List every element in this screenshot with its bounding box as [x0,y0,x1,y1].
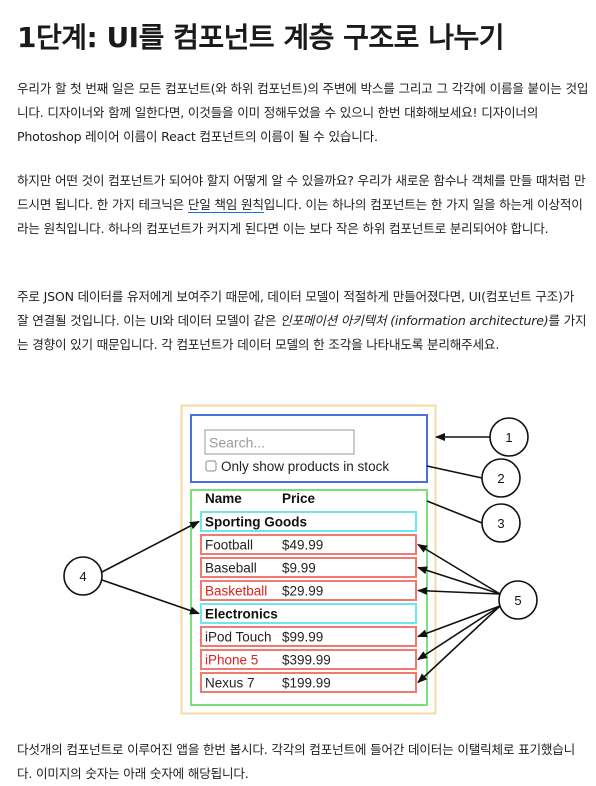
callout-4-arrow [101,520,200,573]
five-components-paragraph: 다섯개의 컴포넌트로 이루어진 앱을 한번 봅시다. 각각의 컴포넌트에 들어간… [17,742,576,781]
product-price: $99.99 [282,630,323,645]
callout-number-3: 3 [497,516,504,531]
filterable-product-table-box [180,404,437,715]
column-header-name: Name [205,491,242,506]
category-name: Sporting Goods [205,515,307,530]
callout-5-arrow [417,543,501,595]
product-price: $399.99 [282,653,331,668]
category-name: Electronics [205,607,278,622]
callout-2-line [426,465,483,479]
product-name: Baseball [205,561,257,576]
callout-number-5: 5 [514,593,521,608]
stock-checkbox [205,460,217,472]
page-title: 1단계: UI를 컴포넌트 계층 구조로 나누기 [17,21,504,54]
product-row-box [200,534,417,555]
stock-checkbox-label: Only show products in stock [221,459,389,474]
callout-5-arrow [417,605,501,684]
product-row-box [200,557,417,578]
product-name: iPhone 5 [205,653,258,668]
paragraph-text: 주로 JSON 데이터를 유저에게 보여주기 때문에, 데이터 모델이 적절하게… [17,289,575,328]
callout-5-arrow [417,586,501,595]
search-input [204,429,355,455]
callout-4-arrow [101,579,200,615]
paragraph-text: 입니다. 이는 하나의 컴포넌트는 한 가지 일을 하는게 이상적이라는 원칙입… [17,197,583,236]
component-diagram: Search... Only show products in stockName… [63,404,538,715]
column-header-price: Price [282,491,316,506]
product-price: $49.99 [282,538,323,553]
product-price: $199.99 [282,676,331,691]
category-row-box [200,603,417,624]
product-row-box [200,580,417,601]
callout-number-1: 1 [505,430,512,445]
callout-5-arrow [417,605,501,661]
paragraph-text: 를 가지는 경향이 있기 때문입니다. 각 컴포넌트가 데이터 모델의 한 조각… [17,313,587,352]
callout-circle-4 [63,556,103,596]
product-name: Basketball [205,584,267,599]
product-row-box [200,649,417,670]
product-table-box [190,489,428,706]
intro-paragraph: 우리가 할 첫 번째 일은 모든 컴포넌트(와 하위 컴포넌트)의 주변에 박스… [17,81,589,144]
callout-number-2: 2 [497,471,504,486]
category-row-box [200,511,417,532]
responsibility-paragraph: 하지만 어떤 것이 컴포넌트가 되어야 할지 어떻게 알 수 있을까요? 우리가… [17,169,589,241]
single-responsibility-link[interactable]: 단일 책임 원칙 [187,197,264,213]
callout-5-arrow [417,605,501,638]
product-price: $29.99 [282,584,323,599]
callout-5-arrow [417,566,501,595]
search-placeholder: Search... [209,435,265,451]
paragraph-text: 하지만 어떤 것이 컴포넌트가 되어야 할지 어떻게 알 수 있을까요? 우리가… [17,173,586,212]
search-bar-box [190,414,428,483]
callout-circle-5 [498,580,538,620]
callout-3-line [426,500,483,524]
product-name: iPod Touch [205,630,272,645]
information-architecture-term: 인포메이션 아키텍처 (information architecture) [280,313,549,328]
product-name: Nexus 7 [205,676,255,691]
callout-number-4: 4 [79,569,86,584]
product-price: $9.99 [282,561,316,576]
product-name: Football [205,538,253,553]
product-row-box [200,672,417,693]
product-row-box [200,626,417,647]
data-model-paragraph: 주로 JSON 데이터를 유저에게 보여주기 때문에, 데이터 모델이 적절하게… [17,285,589,357]
